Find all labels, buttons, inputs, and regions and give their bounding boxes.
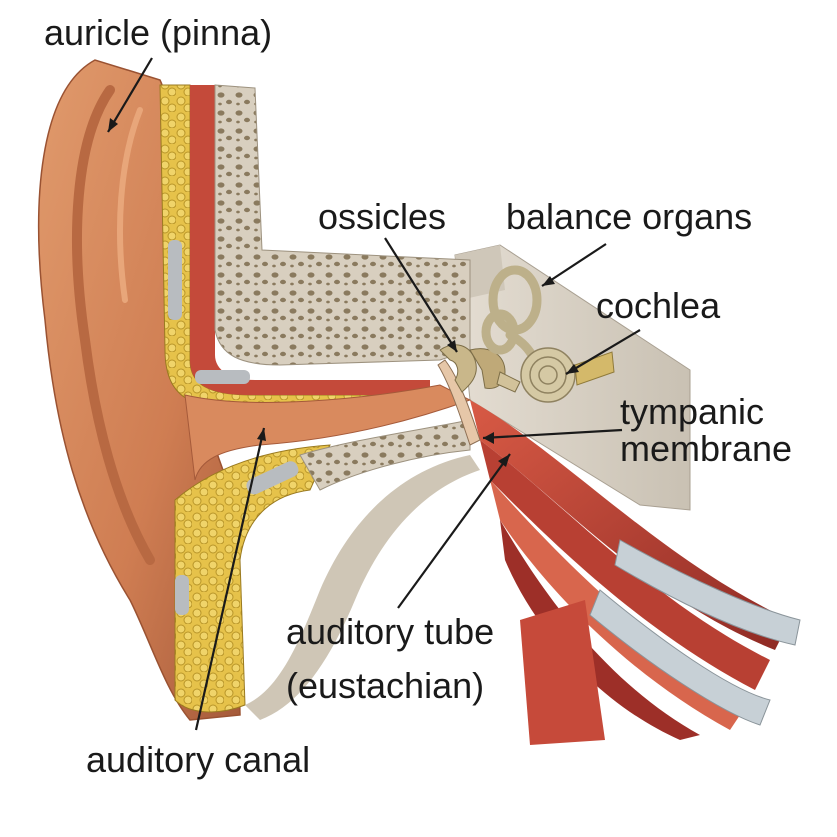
label-tympanic-line1: tympanic — [620, 391, 765, 432]
auditory-tube-muscles — [470, 400, 801, 745]
leader-lines — [107, 57, 641, 731]
label-auditory-canal: auditory canal — [86, 739, 311, 780]
ossicles-shape — [439, 344, 521, 393]
label-balance-organs: balance organs — [506, 196, 753, 237]
label-cochlea: cochlea — [596, 285, 721, 326]
label-auditory-tube-line2: (eustachian) — [286, 665, 485, 706]
leader-tympanic — [482, 428, 623, 440]
auditory-canal-shape — [184, 384, 472, 481]
upper-tissue-layers — [159, 84, 471, 406]
leader-auricle — [107, 57, 153, 133]
label-auditory-tube-line1: auditory tube — [286, 611, 495, 652]
leader-cochlea — [565, 329, 641, 375]
leader-auditory-tube — [397, 453, 511, 609]
cochlea-shape — [520, 347, 615, 403]
leader-balance-organs — [541, 243, 607, 287]
leader-auditory-canal — [194, 427, 266, 731]
lower-tissue-layers — [174, 419, 480, 720]
label-ossicles: ossicles — [318, 196, 447, 237]
label-auricle: auricle (pinna) — [44, 12, 273, 53]
label-tympanic-line2: membrane — [620, 428, 793, 469]
leader-ossicles — [384, 237, 458, 353]
